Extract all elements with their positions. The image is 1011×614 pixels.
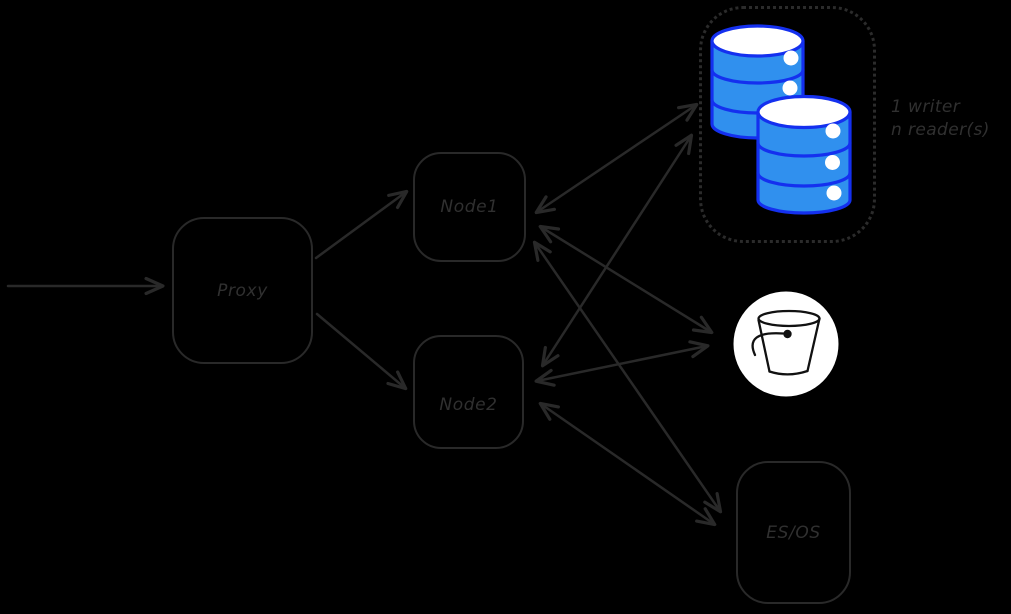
arrow-proxy-to-node1 xyxy=(314,189,409,260)
bucket-icon xyxy=(733,291,839,397)
db-annotation-line1: 1 writer xyxy=(891,97,961,117)
node-node2: Node2 xyxy=(413,335,524,449)
proxy-label: Proxy xyxy=(217,280,268,301)
node-es-os: ES/OS xyxy=(736,461,851,604)
arrow-node1-db xyxy=(534,102,699,215)
arrow-node2-db xyxy=(540,133,694,368)
node-node1: Node1 xyxy=(413,152,526,262)
db-cluster-container xyxy=(699,6,876,243)
arrow-node1-esos xyxy=(532,240,723,514)
db-annotation-line2: n reader(s) xyxy=(891,120,990,140)
es-os-label: ES/OS xyxy=(766,522,821,543)
node2-label: Node2 xyxy=(439,395,498,415)
db-cluster-annotation: 1 writer n reader(s) xyxy=(891,96,1011,142)
arrow-node2-esos xyxy=(538,401,717,527)
arrow-proxy-to-node2 xyxy=(315,312,408,391)
arrow-node2-bucket xyxy=(534,340,710,387)
node1-label: Node1 xyxy=(440,197,499,217)
arrow-node1-bucket xyxy=(538,224,714,335)
node-proxy: Proxy xyxy=(172,217,313,364)
